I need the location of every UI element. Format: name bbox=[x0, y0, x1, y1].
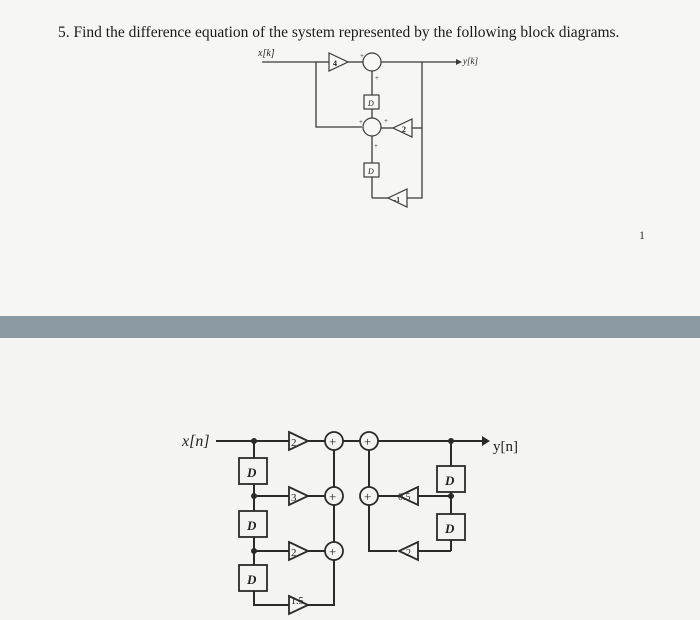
d1-sign: + bbox=[374, 142, 378, 150]
svg-text:-1: -1 bbox=[394, 196, 400, 204]
svg-text:0.5: 0.5 bbox=[398, 492, 411, 503]
svg-text:D: D bbox=[444, 521, 455, 536]
upper-sheet bbox=[0, 0, 700, 316]
svg-text:+: + bbox=[364, 434, 371, 449]
svg-text:D: D bbox=[367, 99, 374, 108]
d1-gain-feedback: 2 bbox=[391, 118, 413, 138]
d2-gain-g5: 0.5 bbox=[396, 485, 419, 507]
d2-delay-3: D bbox=[238, 564, 268, 592]
d2-gain-g2: 3 bbox=[288, 485, 311, 507]
d1-output-label: y[k] bbox=[462, 56, 478, 66]
d2-output-label: y[n] bbox=[493, 439, 518, 455]
svg-text:D: D bbox=[246, 572, 257, 587]
d1-sign: + bbox=[375, 74, 379, 82]
d2-gain-g6: 2 bbox=[396, 540, 419, 562]
d2-wire bbox=[253, 591, 289, 606]
d2-delay-1: D bbox=[238, 457, 268, 485]
page-number: 1 bbox=[639, 228, 645, 242]
d2-gain-g1: 2 bbox=[288, 430, 311, 452]
d2-adder-1: + bbox=[324, 431, 344, 451]
block-diagram-1: x[k] y[k] 4 + + D + + + bbox=[257, 48, 478, 208]
sheet-gap bbox=[0, 316, 700, 338]
svg-text:2: 2 bbox=[402, 125, 406, 134]
d2-wire bbox=[368, 505, 397, 552]
question-text: 5. Find the difference equation of the s… bbox=[58, 24, 620, 41]
svg-text:+: + bbox=[329, 544, 336, 559]
svg-text:D: D bbox=[246, 465, 257, 480]
d1-output-arrow bbox=[456, 59, 462, 65]
d1-adder-middle bbox=[362, 117, 382, 137]
d2-delay-4: D bbox=[436, 465, 466, 493]
svg-text:4: 4 bbox=[333, 59, 337, 68]
d2-gain-g3: 2 bbox=[288, 540, 311, 562]
d1-gain-bottom: -1 bbox=[386, 188, 408, 208]
d1-sign: + bbox=[359, 118, 363, 126]
svg-text:D: D bbox=[367, 167, 374, 176]
d2-adder-3: + bbox=[324, 486, 344, 506]
d2-adder-2: + bbox=[359, 431, 379, 451]
d2-adder-4: + bbox=[324, 541, 344, 561]
lower-sheet bbox=[0, 338, 700, 620]
d1-sign: + bbox=[360, 52, 364, 60]
d1-feedback-wire bbox=[407, 62, 423, 199]
d2-input-label: x[n] bbox=[181, 433, 210, 450]
svg-text:D: D bbox=[246, 518, 257, 533]
d2-delay-5: D bbox=[436, 513, 466, 541]
block-diagram-2: x[n] y[n] D D D 2 + bbox=[181, 430, 518, 616]
d2-gain-g4: 1.5 bbox=[288, 594, 311, 616]
svg-text:+: + bbox=[329, 489, 336, 504]
d2-output-arrow bbox=[482, 436, 490, 446]
d1-delay-1: D bbox=[363, 94, 380, 110]
svg-text:+: + bbox=[364, 489, 371, 504]
d2-delay-2: D bbox=[238, 510, 268, 538]
d1-sign: + bbox=[384, 117, 388, 125]
d1-input-label: x[k] bbox=[257, 48, 275, 59]
svg-text:D: D bbox=[444, 473, 455, 488]
svg-text:+: + bbox=[329, 434, 336, 449]
d1-input-wire bbox=[262, 61, 362, 128]
d1-delay-2: D bbox=[363, 162, 380, 178]
svg-text:2: 2 bbox=[291, 437, 297, 449]
svg-text:1.5: 1.5 bbox=[291, 596, 304, 607]
d2-wire bbox=[308, 560, 335, 606]
d2-adder-5: + bbox=[359, 486, 379, 506]
svg-text:3: 3 bbox=[291, 492, 297, 504]
svg-text:2: 2 bbox=[406, 548, 411, 559]
d1-adder-top bbox=[362, 52, 382, 72]
svg-text:2: 2 bbox=[291, 547, 297, 559]
d1-gain-top: 4 bbox=[328, 52, 350, 72]
